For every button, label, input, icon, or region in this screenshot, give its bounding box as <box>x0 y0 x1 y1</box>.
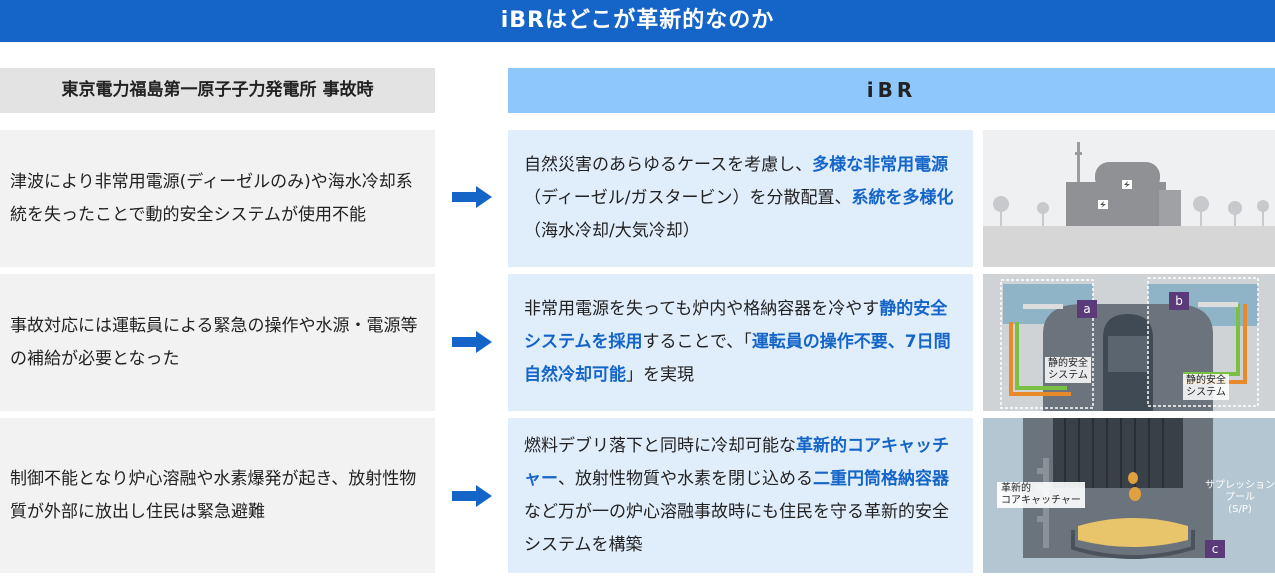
row-1-ibr-text: 自然災害のあらゆるケースを考慮し、多様な非常用電源 （ディーゼル/ガスタービン）を… <box>524 149 957 248</box>
passive-safety-label-left: 静的安全 システム <box>1045 357 1091 383</box>
tag-b: b <box>1169 292 1189 310</box>
body-text: （海水冷却/大気冷却） <box>524 221 700 241</box>
body-text: 自然災害のあらゆるケースを考慮し、 <box>524 155 813 175</box>
body-text: 燃料デブリ落下と同時に冷却可能な <box>524 435 796 456</box>
row-1-ibr-cell: 自然災害のあらゆるケースを考慮し、多様な非常用電源 （ディーゼル/ガスタービン）を… <box>508 130 973 267</box>
row-2-fukushima-text: 事故対応には運転員による緊急の操作や水源・電源等の補給が必要となった <box>10 315 418 369</box>
highlight-text: 静的安全システムを採用 <box>524 299 948 352</box>
highlight-text: 多様な非常用電源 <box>812 155 949 175</box>
arrow-right-icon <box>452 186 492 208</box>
plant-illustration <box>983 130 1275 267</box>
page-title: iBRはどこが革新的なのか <box>0 0 1275 42</box>
body-text: 」を実現 <box>626 365 694 385</box>
row-3-fukushima-cell: 制御不能となり炉心溶融や水素爆発が起き、放射性物質が外部に放出し住民は緊急避難 <box>0 418 435 573</box>
body-text: （ディーゼル/ガスタービン）を分散配置、 <box>524 188 852 208</box>
core-catcher-label: 革新的 コアキャッチャー <box>997 482 1085 508</box>
core-catcher-diagram: 革新的 コアキャッチャー サプレッション プール (S/P) c <box>983 418 1275 573</box>
passive-safety-diagram: a b 静的安全 システム 静的安全 システム <box>983 274 1275 411</box>
ibr-column-header: iBR <box>508 68 1275 113</box>
highlight-text: 系統を多様化 <box>851 188 954 208</box>
highlight-text: 運転員の操作不要、7日間自然冷却可能 <box>524 332 951 385</box>
body-text: 非常用電源を失っても炉内や格納容器を冷やす <box>524 299 880 319</box>
row-3-ibr-text: 燃料デブリ落下と同時に冷却可能な革新的コアキャッチャー、放射性物質や水素を閉じ込… <box>524 430 957 562</box>
tag-a: a <box>1077 300 1097 318</box>
arrow-right-icon <box>452 485 492 507</box>
tag-c: c <box>1205 540 1225 558</box>
row-3-fukushima-text: 制御不能となり炉心溶融や水素爆発が起き、放射性物質が外部に放出し住民は緊急避難 <box>10 468 417 522</box>
body-text: 、放射性物質や水素を閉じ込める <box>558 468 813 489</box>
row-2-ibr-text: 非常用電源を失っても炉内や格納容器を冷やす静的安全システムを採用することで、「運… <box>524 293 957 392</box>
suppression-pool-label: サプレッション プール (S/P) <box>1205 480 1275 515</box>
passive-safety-label-right: 静的安全 システム <box>1183 374 1229 400</box>
highlight-text: 二重円筒格納容器 <box>813 468 949 489</box>
row-1-fukushima-text: 津波により非常用電源(ディーゼルのみ)や海水冷却系統を失ったことで動的安全システ… <box>10 171 413 225</box>
row-2-fukushima-cell: 事故対応には運転員による緊急の操作や水源・電源等の補給が必要となった <box>0 274 435 411</box>
body-text: など万が一の炉心溶融事故時にも住民を守る革新的安全システムを構築 <box>524 501 949 555</box>
arrow-right-icon <box>452 331 492 353</box>
fukushima-column-header: 東京電力福島第一原子子力発電所 事故時 <box>0 68 435 113</box>
row-2-ibr-cell: 非常用電源を失っても炉内や格納容器を冷やす静的安全システムを採用することで、「運… <box>508 274 973 411</box>
highlight-text: 革新的コアキャッチャー <box>524 435 949 489</box>
body-text: することで、「 <box>642 332 752 352</box>
row-1-fukushima-cell: 津波により非常用電源(ディーゼルのみ)や海水冷却系統を失ったことで動的安全システ… <box>0 130 435 267</box>
row-3-ibr-cell: 燃料デブリ落下と同時に冷却可能な革新的コアキャッチャー、放射性物質や水素を閉じ込… <box>508 418 973 573</box>
